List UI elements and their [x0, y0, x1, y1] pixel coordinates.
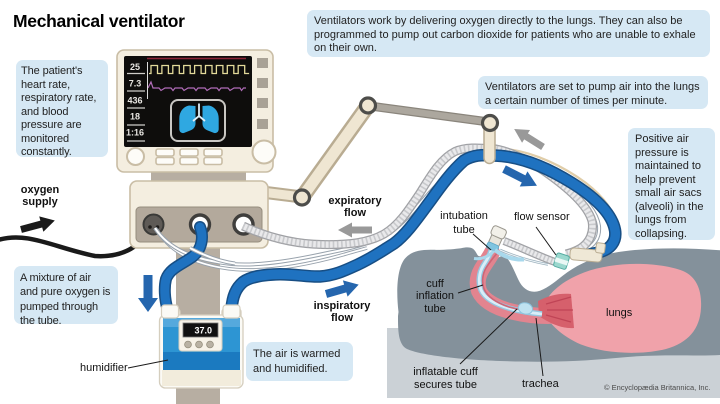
svg-text:436: 436	[127, 96, 142, 106]
svg-text:37.0: 37.0	[194, 326, 212, 336]
svg-text:7.3: 7.3	[129, 79, 142, 89]
svg-text:1:16: 1:16	[126, 128, 144, 138]
svg-text:18: 18	[130, 112, 140, 122]
svg-text:25: 25	[130, 62, 140, 72]
